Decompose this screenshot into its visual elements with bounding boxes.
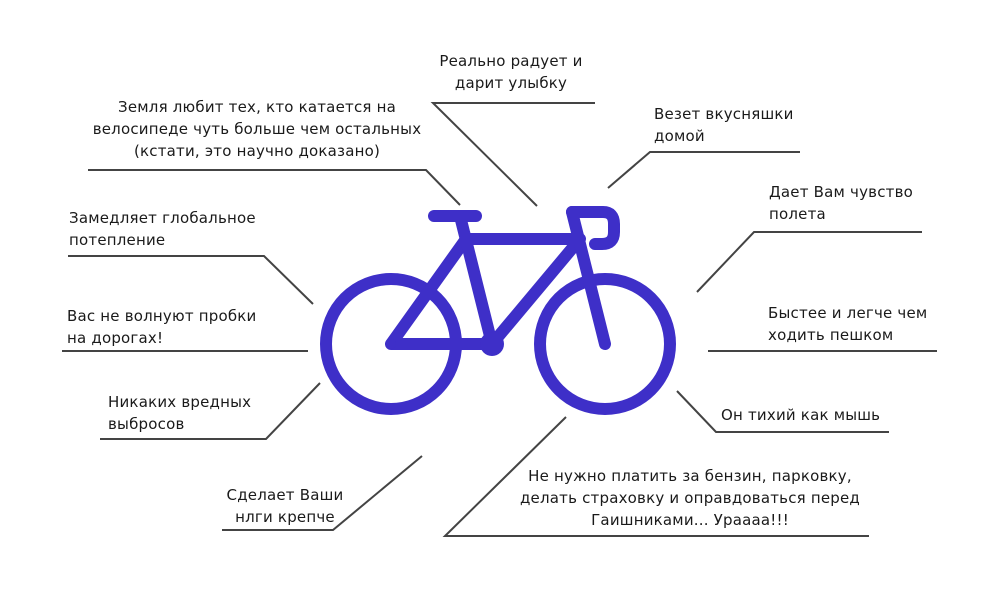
label-traffic: Вас не волнуют пробки на дорогах! [67, 307, 257, 347]
front-wheel [534, 273, 676, 415]
label-warming: Замедляет глобальное потепление [69, 209, 256, 249]
label-snacks: Везет вкусняшки домой [654, 105, 794, 145]
connector-emissions [100, 382, 321, 440]
rear-hub [386, 339, 396, 349]
fork [566, 206, 611, 350]
crank-hub [480, 332, 504, 356]
connector-lines [62, 102, 937, 537]
label-money: Не нужно платить за бензин, парковку, де… [519, 467, 861, 529]
label-emissions: Никаких вредных выбросов [108, 393, 252, 433]
connector-snacks [607, 151, 800, 189]
front-hub [600, 339, 610, 349]
connector-quiet [676, 390, 889, 433]
label-smile: Реально радует и дарит улыбку [439, 52, 583, 92]
bicycle-icon [320, 206, 676, 415]
connector-earth [88, 169, 461, 206]
connector-warming [68, 255, 314, 305]
connector-money [442, 416, 869, 537]
connector-legs [222, 455, 423, 531]
label-earth: Земля любит тех, кто катается на велосип… [92, 98, 422, 160]
label-flight: Дает Вам чувство полета [769, 183, 913, 223]
seat-tube [454, 210, 498, 350]
label-faster: Быстее и легче чем ходить пешком [768, 304, 928, 344]
label-quiet: Он тихий как мышь [721, 406, 881, 424]
handlebar [566, 206, 620, 250]
connector-smile [430, 102, 595, 207]
connector-flight [696, 231, 922, 293]
label-legs: Сделает Ваши нлги крепче [226, 486, 344, 526]
